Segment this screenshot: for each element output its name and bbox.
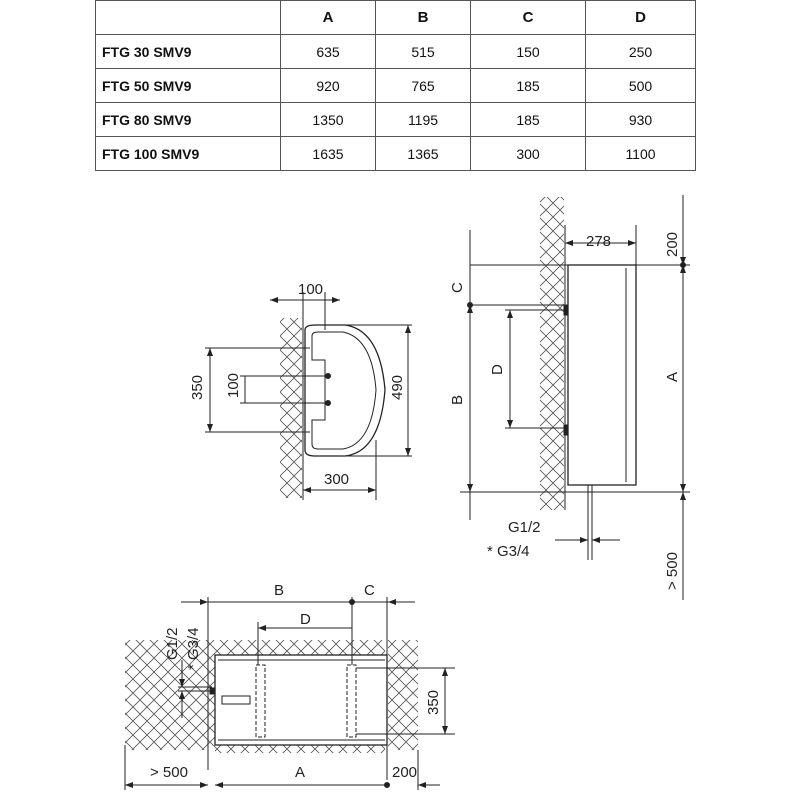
top-view: [124, 597, 455, 790]
header-b: B: [375, 0, 471, 35]
b-cell: 1195: [375, 102, 471, 137]
side-pipe-g34: * G3/4: [487, 543, 530, 560]
bracket-top-dim: 100: [298, 281, 323, 298]
side-b-label: B: [449, 395, 466, 405]
table-row: FTG 50 SMV9 920 765 185 500: [95, 68, 696, 103]
table-row: FTG 80 SMV9 1350 1195 185 930: [95, 102, 696, 137]
top-d-label: D: [300, 611, 311, 628]
side-d-label: D: [489, 364, 506, 375]
table-row: FTG 30 SMV9 635 515 150 250: [95, 34, 696, 69]
top-right-clearance: 200: [392, 764, 417, 781]
side-view: [460, 195, 690, 600]
side-top-clearance: 200: [664, 232, 681, 257]
header-d: D: [585, 0, 696, 35]
bracket-350-dim: 350: [189, 375, 206, 400]
a-cell: 1350: [280, 102, 376, 137]
b-cell: 765: [375, 68, 471, 103]
d-cell: 1100: [585, 136, 696, 171]
side-pipe-g12: G1/2: [508, 519, 541, 536]
side-a-label: A: [664, 372, 681, 382]
bracket-100-dim: 100: [225, 373, 242, 398]
a-cell: 635: [280, 34, 376, 69]
c-cell: 185: [470, 102, 586, 137]
top-height-dim: 350: [425, 690, 442, 715]
side-bottom-clearance: > 500: [664, 552, 681, 590]
dimensions-table: A B C D FTG 30 SMV9 635 515 150 250 FTG …: [95, 0, 696, 171]
model-cell: FTG 50 SMV9: [95, 68, 281, 103]
model-cell: FTG 30 SMV9: [95, 34, 281, 69]
b-cell: 1365: [375, 136, 471, 171]
top-a-label: A: [295, 764, 305, 781]
top-b-label: B: [274, 582, 284, 599]
d-cell: 930: [585, 102, 696, 137]
side-width-dim: 278: [586, 233, 611, 250]
table-row: FTG 100 SMV9 1635 1365 300 1100: [95, 136, 696, 171]
top-c-label: C: [364, 582, 375, 599]
bracket-490-dim: 490: [389, 375, 406, 400]
header-c: C: [470, 0, 586, 35]
side-c-label: C: [449, 282, 466, 293]
top-pipe-g12: G1/2: [164, 627, 181, 660]
c-cell: 185: [470, 68, 586, 103]
top-left-clearance: > 500: [150, 764, 188, 781]
d-cell: 500: [585, 68, 696, 103]
model-cell: FTG 100 SMV9: [95, 136, 281, 171]
bracket-view: [205, 292, 412, 500]
bracket-bottom-dim: 300: [324, 471, 349, 488]
c-cell: 150: [470, 34, 586, 69]
top-pipe-g34: * G3/4: [185, 627, 202, 670]
b-cell: 515: [375, 34, 471, 69]
